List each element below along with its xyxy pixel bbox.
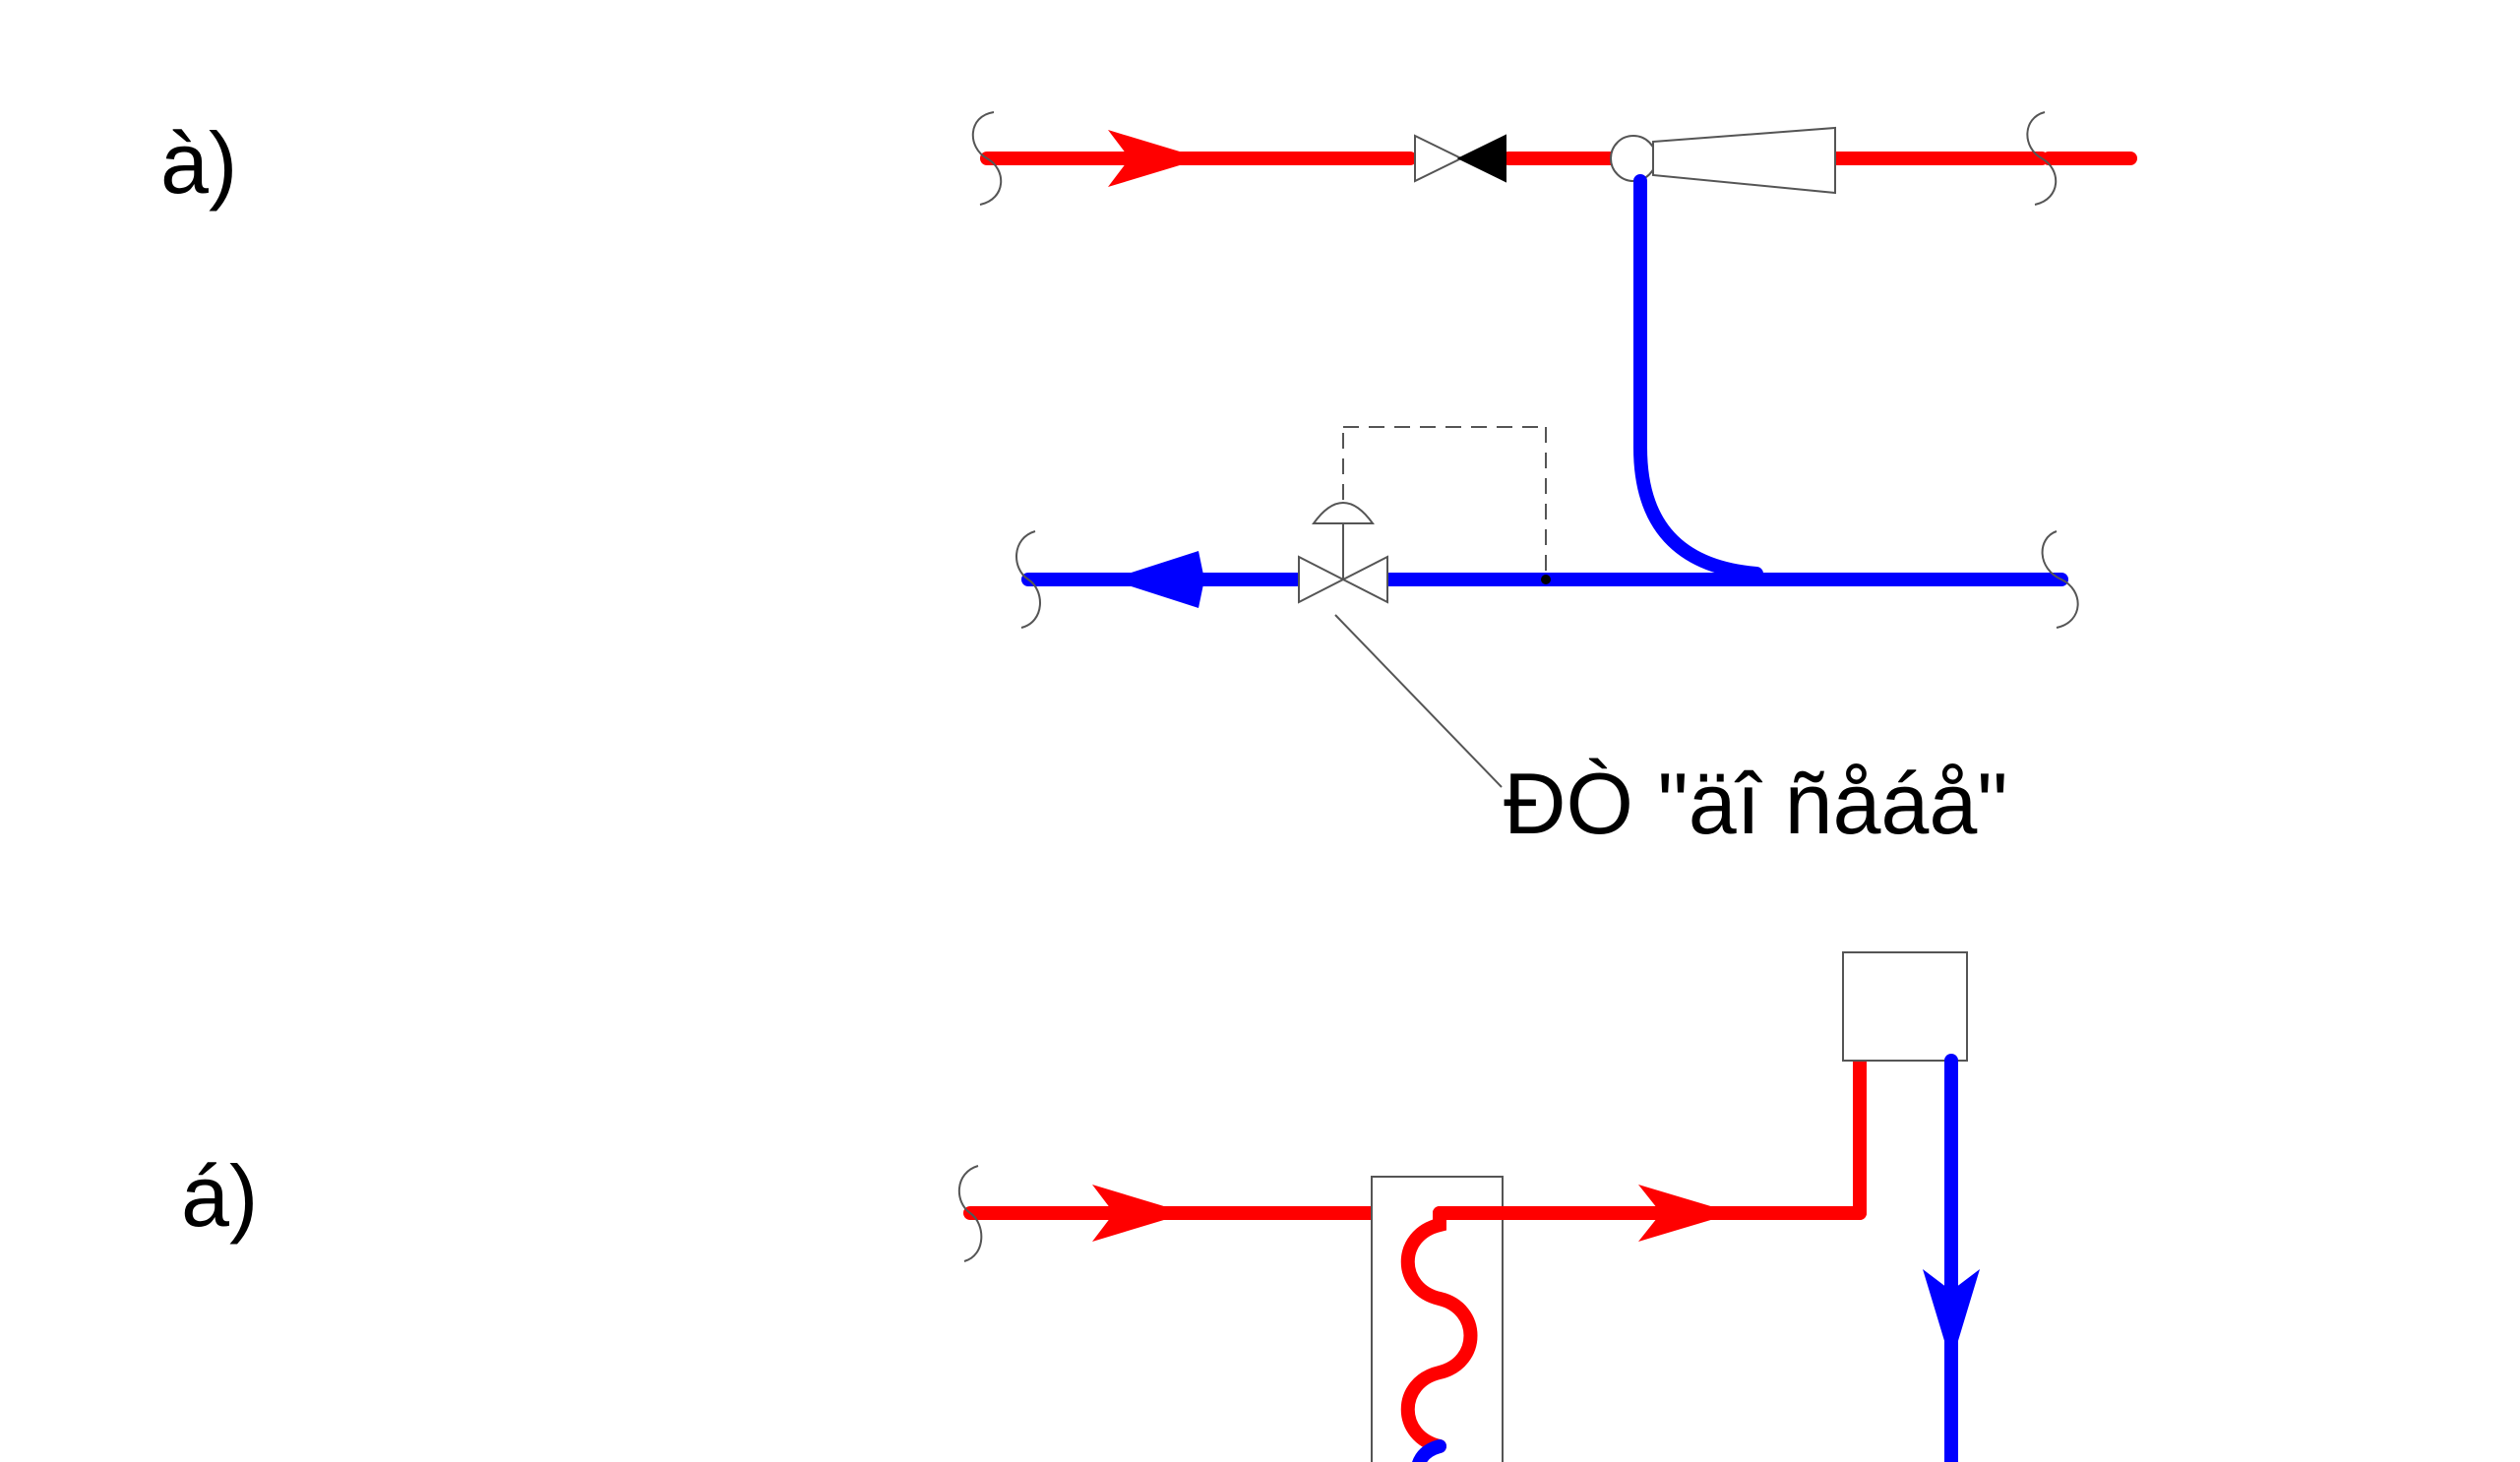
pipe-break-mark [957, 1165, 983, 1262]
label-part-a: à) [160, 114, 237, 212]
flow-arrow-return [1110, 551, 1204, 608]
exchanger-coil-return [1412, 1439, 1446, 1462]
pipe-break-mark [2026, 111, 2058, 206]
exchanger-coil [1400, 1206, 1478, 1453]
pipe-break-mark [1015, 530, 1041, 629]
pressure-regulator-icon [1298, 426, 1547, 604]
label-part-b: á) [181, 1147, 258, 1245]
pipe-break-mark [971, 111, 1003, 206]
impulse-tap-point [1541, 575, 1551, 584]
regulator-label: ÐÒ "äî ñåáå" [1504, 755, 2008, 852]
pipe-break-mark [2041, 530, 2079, 629]
flow-arrow-bottom-out [1638, 1185, 1734, 1242]
check-valve-icon [1414, 134, 1506, 183]
supply-line-bottom-out [1433, 1054, 1867, 1220]
flow-arrow-bottom-return [1923, 1269, 1980, 1364]
return-line [1021, 174, 2068, 586]
leader-line [1334, 614, 1503, 788]
ejector-icon [1610, 126, 1836, 195]
tank-icon [1842, 951, 1968, 1062]
flow-arrow-top [1108, 130, 1202, 187]
flow-arrow-bottom-in [1092, 1185, 1187, 1242]
